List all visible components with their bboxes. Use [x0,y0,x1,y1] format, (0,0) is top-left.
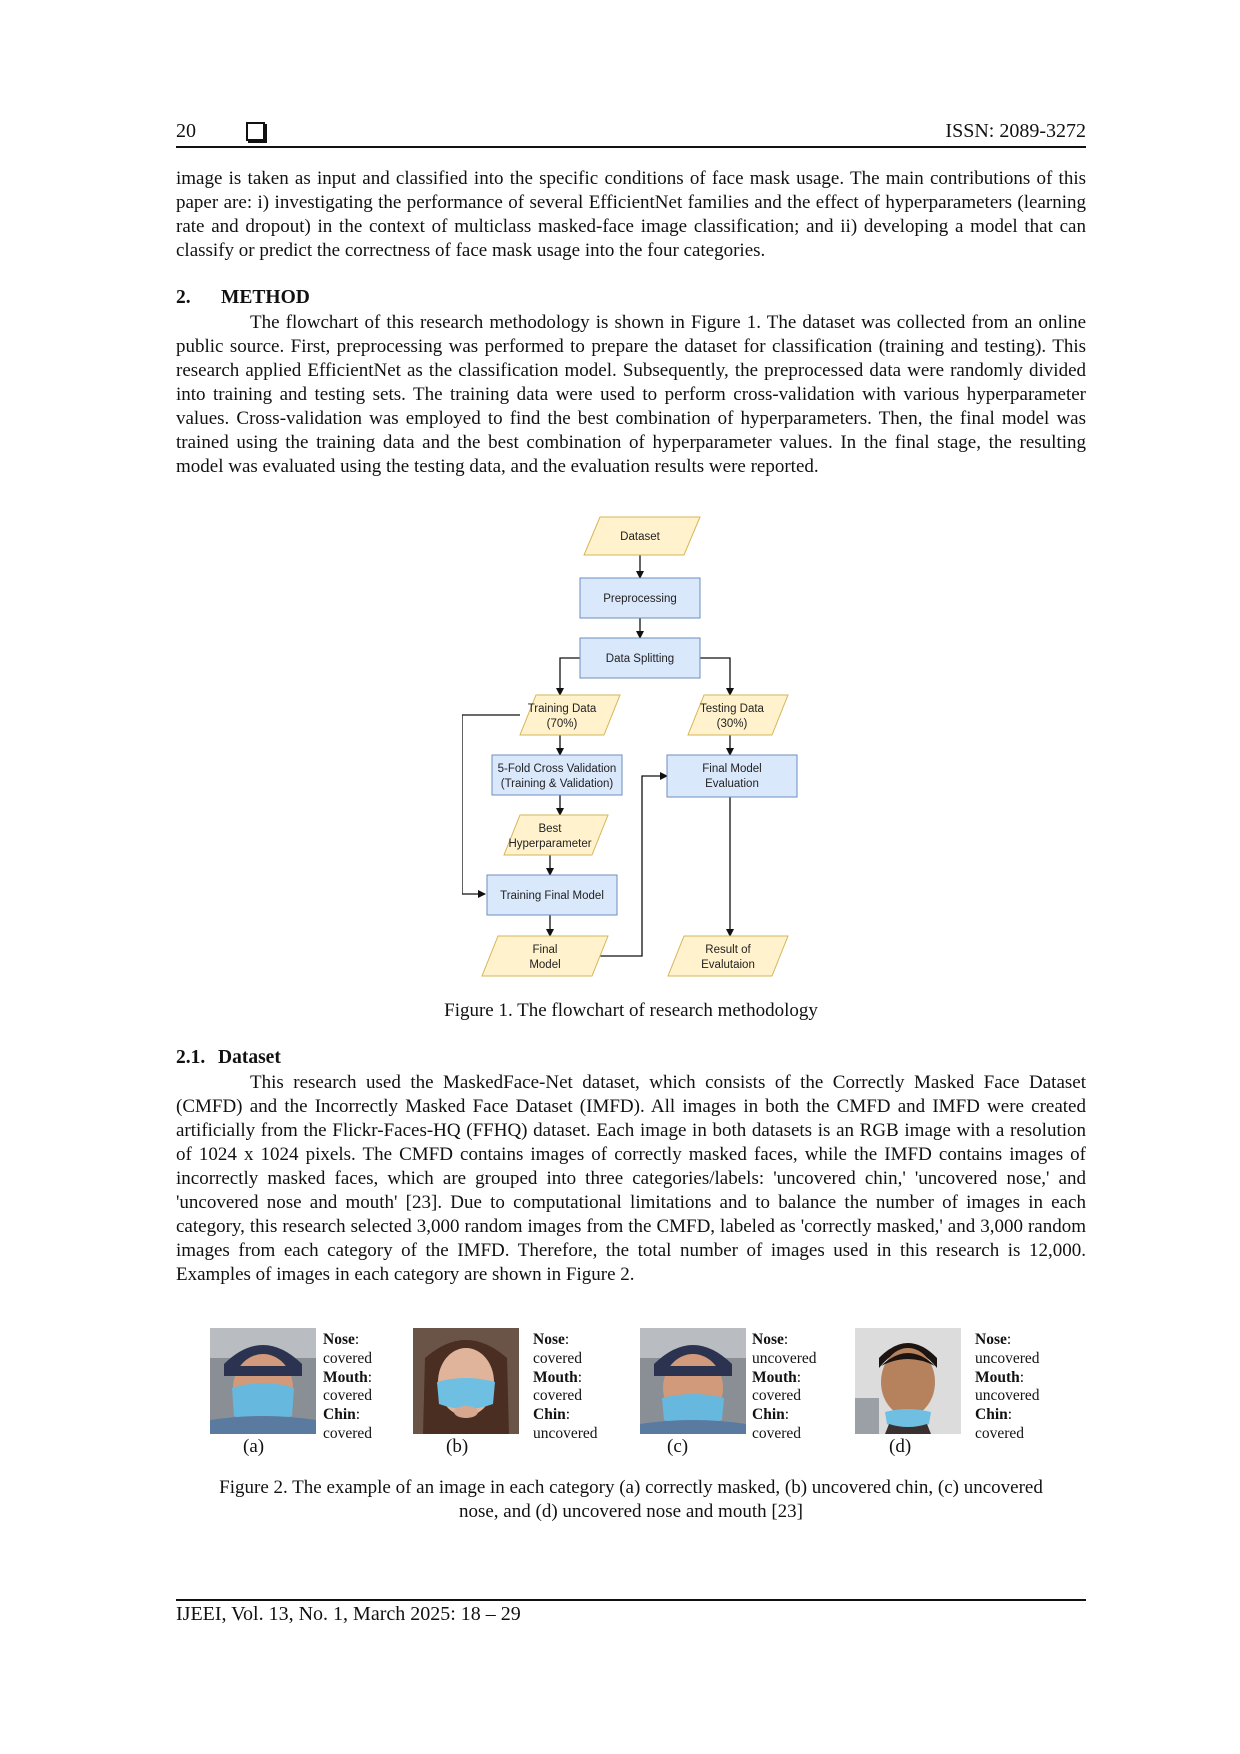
method-paragraph: The flowchart of this research methodolo… [176,312,1086,477]
node-best-hyperparameter-label: Best [538,823,562,835]
chin-value: covered [975,1424,1025,1442]
nose-value: covered [323,1349,373,1367]
node-final-model-evaluation: Final Model Evaluation [666,754,798,798]
node-preprocessing-label: Preprocessing [603,593,677,605]
node-result-of-evaluation: Result of Evalutaion [667,935,789,977]
face-label-c: Nose: uncovered Mouth: covered Chin: cov… [752,1331,817,1442]
chin-value: uncovered [533,1424,598,1442]
face-photo-uncovered-nose-mouth [855,1328,961,1434]
connector [598,772,668,957]
subfigure-label-d: (d) [889,1436,912,1457]
figure2-caption-line1: Figure 2. The example of an image in eac… [219,1477,1043,1498]
node-final-model-label: Final [533,944,558,956]
mouth-value: covered [323,1387,373,1405]
mouth-value: covered [533,1387,583,1405]
node-training-data-label: Training Data [528,703,597,715]
methodology-flowchart: Dataset Preprocessing Data Splitting Tra… [462,516,798,977]
node-data-splitting-label: Data Splitting [606,653,674,665]
page-header: 20 ISSN: 2089-3272 [176,118,1086,148]
face-photo-uncovered-chin [413,1328,519,1434]
mouth-label: Mouth [323,1368,368,1386]
mouth-value: covered [752,1387,802,1405]
node-cross-validation-label: (Training & Validation) [501,778,614,790]
node-training-data-label: (70%) [547,718,578,730]
mouth-value: uncovered [975,1387,1040,1405]
chin-value: covered [323,1424,373,1442]
node-final-model: Final Model [481,935,609,977]
section-title: METHOD [221,287,310,308]
subfigure-label-b: (b) [446,1436,469,1457]
figure1-caption: Figure 1. The flowchart of research meth… [444,1000,818,1021]
nose-label: Nose [975,1331,1007,1348]
node-cross-validation-label: 5-Fold Cross Validation [498,763,617,775]
footer-rule [176,1599,1086,1601]
subfigure-label-c: (c) [667,1436,689,1457]
face-label-b: Nose: covered Mouth: covered Chin: uncov… [533,1331,598,1442]
nose-value: uncovered [975,1349,1040,1367]
node-final-model-label: Model [529,959,560,971]
mouth-label: Mouth [752,1368,797,1386]
node-testing-data-label: (30%) [717,718,748,730]
section-heading-dataset: 2.1. Dataset [176,1047,281,1069]
dataset-paragraph: This research used the MaskedFace-Net da… [176,1072,1086,1285]
nose-value: uncovered [752,1349,817,1367]
checkbox-square-icon [246,122,265,141]
node-cross-validation: 5-Fold Cross Validation (Training & Vali… [491,754,623,796]
subfigure-label-a: (a) [243,1436,265,1457]
node-best-hyperparameter: Best Hyperparameter [503,814,609,856]
issn-label: ISSN: 2089-3272 [945,120,1086,142]
face-photo-correctly-masked [210,1328,316,1434]
node-dataset: Dataset [583,516,701,556]
node-final-model-evaluation-label: Final Model [702,763,761,775]
chin-label: Chin [323,1406,356,1424]
node-training-final-model: Training Final Model [486,874,618,916]
face-label-d: Nose: uncovered Mouth: uncovered Chin: c… [975,1331,1040,1442]
node-result-of-evaluation-label: Evalutaion [701,959,755,971]
section-number: 2. [176,287,191,308]
header-rule [176,146,1086,148]
node-preprocessing: Preprocessing [579,577,701,619]
intro-paragraph: image is taken as input and classified i… [176,168,1086,261]
chin-label: Chin [752,1406,785,1424]
node-testing-data-label: Testing Data [700,703,765,715]
node-result-of-evaluation-label: Result of [705,944,751,956]
connector [700,657,734,696]
nose-label: Nose [323,1331,355,1348]
face-label-a: Nose: covered Mouth: covered Chin: cover… [323,1331,373,1442]
nose-label: Nose [752,1331,784,1348]
face-photo-uncovered-nose [640,1328,746,1434]
connector [556,657,580,696]
node-final-model-evaluation-label: Evaluation [705,778,759,790]
node-training-data: Training Data (70%) [519,694,621,736]
page-footer: IJEEI, Vol. 13, No. 1, March 2025: 18 – … [176,1603,521,1625]
nose-value: covered [533,1349,583,1367]
section-number: 2.1. [176,1047,206,1068]
chin-label: Chin [533,1406,566,1424]
section-heading-method: 2. METHOD [176,287,310,309]
connector [462,714,520,898]
mouth-label: Mouth [533,1368,578,1386]
node-data-splitting: Data Splitting [579,637,701,679]
mouth-label: Mouth [975,1368,1020,1386]
node-dataset-label: Dataset [620,531,660,543]
chin-label: Chin [975,1406,1008,1424]
figure2-caption-line2: nose, and (d) uncovered nose and mouth [… [458,1501,803,1522]
node-testing-data: Testing Data (30%) [687,694,789,736]
node-best-hyperparameter-label: Hyperparameter [508,838,591,850]
section-title: Dataset [218,1047,281,1068]
figure2-caption: Figure 2. The example of an image in eac… [176,1476,1086,1524]
page-number: 20 [176,120,196,142]
node-training-final-model-label: Training Final Model [500,890,604,902]
chin-value: covered [752,1424,802,1442]
nose-label: Nose [533,1331,565,1348]
